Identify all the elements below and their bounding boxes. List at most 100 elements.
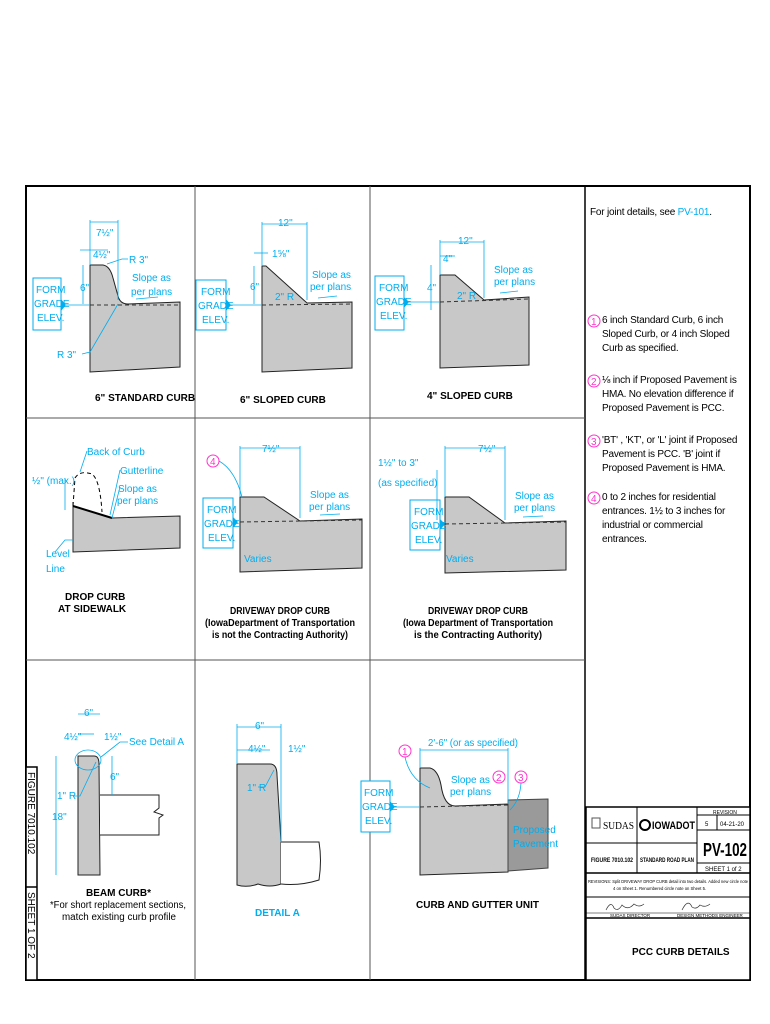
figure-label: FIGURE 7010.102 <box>25 772 36 855</box>
svg-text:DRIVEWAY DROP CURB: DRIVEWAY DROP CURB <box>428 606 528 617</box>
svg-text:Slope as: Slope as <box>310 490 349 501</box>
svg-text:7½": 7½" <box>96 228 114 239</box>
svg-text:GRADE: GRADE <box>376 297 412 308</box>
svg-text:Level: Level <box>46 549 70 560</box>
svg-text:½" (max.): ½" (max.) <box>32 476 75 487</box>
signature-sudas <box>605 903 645 911</box>
svg-text:4: 4 <box>210 457 216 468</box>
svg-text:CURB AND GUTTER UNIT: CURB AND GUTTER UNIT <box>416 900 539 911</box>
svg-text:ELEV.: ELEV. <box>37 313 64 324</box>
svg-text:ELEV.: ELEV. <box>415 535 442 546</box>
svg-text:REVISIONS: Split DRIVEWAY DROP: REVISIONS: Split DRIVEWAY DROP CURB deta… <box>588 879 749 884</box>
standard-curb-detail: FORM GRADE ELEV. 7½" 4½" R 3" 6" R 3" Sl… <box>32 220 195 404</box>
svg-text:R 3": R 3" <box>129 255 149 266</box>
svg-text:04-21-20: 04-21-20 <box>720 822 745 828</box>
title-block: SUDAS IOWADOT REVISION 5 04-21-20 PV-102… <box>585 806 751 981</box>
svg-text:6": 6" <box>80 283 90 294</box>
detail-title: 6" STANDARD CURB <box>95 393 195 404</box>
svg-text:ELEV.: ELEV. <box>365 816 392 827</box>
svg-text:AT SIDEWALK: AT SIDEWALK <box>58 604 127 615</box>
svg-text:Pavement: Pavement <box>513 839 558 850</box>
svg-text:GRADE: GRADE <box>198 301 234 312</box>
svg-text:6": 6" <box>255 721 265 732</box>
plan-code: PV-102 <box>703 840 747 860</box>
signature-engineer <box>681 902 711 911</box>
svg-text:7½": 7½" <box>478 444 496 455</box>
svg-text:is the Contracting Authority): is the Contracting Authority) <box>414 630 542 641</box>
svg-text:ELEV.: ELEV. <box>380 311 407 322</box>
svg-text:is not the Contracting Authori: is not the Contracting Authority) <box>212 630 348 641</box>
svg-text:Slope as: Slope as <box>132 273 171 284</box>
svg-text:4½": 4½" <box>248 744 266 755</box>
svg-text:per plans: per plans <box>117 496 158 507</box>
svg-text:1½": 1½" <box>288 744 306 755</box>
note-4: 0 to 2 inches for residential entrances.… <box>602 492 726 545</box>
svg-text:3: 3 <box>518 773 524 784</box>
svg-text:18": 18" <box>52 812 67 823</box>
sloped-4-curb-detail: FORM GRADE ELEV. 12" 4" 4" 2" R Slope as… <box>374 236 535 402</box>
svg-text:2" R: 2" R <box>275 292 294 303</box>
svg-text:4": 4" <box>427 283 437 294</box>
svg-text:GRADE: GRADE <box>34 299 70 310</box>
svg-text:1" R: 1" R <box>247 783 266 794</box>
svg-text:STANDARD ROAD PLAN: STANDARD ROAD PLAN <box>640 858 694 864</box>
svg-text:DESIGN METHODS ENGINEER: DESIGN METHODS ENGINEER <box>677 913 744 918</box>
svg-text:See Detail A: See Detail A <box>129 737 184 748</box>
svg-text:1½" to 3": 1½" to 3" <box>378 458 419 469</box>
svg-text:6": 6" <box>110 772 120 783</box>
drawing-title: PCC CURB DETAILS <box>632 947 730 958</box>
svg-text:1" R: 1" R <box>57 791 76 802</box>
iowadot-logo: IOWADOT <box>639 819 695 832</box>
note-2: ⅛ inch if Proposed Pavement is HMA. No e… <box>602 375 737 414</box>
svg-text:2'-6" (or as specified): 2'-6" (or as specified) <box>428 738 518 749</box>
detail-a: 6" 4½" 1½" 1" R DETAIL A <box>236 721 321 919</box>
svg-text:FORM: FORM <box>364 788 393 799</box>
svg-text:4 on Sheet 1. Renumbered circl: 4 on Sheet 1. Renumbered circle note on … <box>613 886 706 891</box>
curb-gutter-detail: FORM GRADE ELEV. 2'-6" (or as specified)… <box>360 738 558 911</box>
driveway-drop-curb-1: FORM GRADE ELEV. 7½" 4 Varies Slope as p… <box>202 444 363 641</box>
svg-text:per plans: per plans <box>494 277 535 288</box>
svg-text:5: 5 <box>705 822 709 828</box>
svg-text:per plans: per plans <box>310 282 351 293</box>
svg-text:SUDAS DIRECTOR: SUDAS DIRECTOR <box>610 913 651 918</box>
svg-text:Slope as: Slope as <box>451 775 490 786</box>
driveway-drop-curb-2: FORM GRADE ELEV. 7½" 1½" to 3" (as speci… <box>378 444 567 641</box>
svg-text:1½": 1½" <box>104 732 122 743</box>
svg-text:Line: Line <box>46 564 65 575</box>
svg-text:ELEV.: ELEV. <box>202 315 229 326</box>
svg-text:6": 6" <box>84 708 94 719</box>
svg-text:FORM: FORM <box>379 283 408 294</box>
side-strip: FIGURE 7010.102 SHEET 1 OF 2 <box>25 766 38 981</box>
svg-text:Varies: Varies <box>244 554 272 565</box>
sheet-label: SHEET 1 OF 2 <box>25 892 36 959</box>
svg-text:Slope as: Slope as <box>118 484 157 495</box>
svg-text:(Iowa Department of Transporta: (Iowa Department of Transportation <box>403 618 553 629</box>
svg-text:FORM: FORM <box>36 285 65 296</box>
svg-text:*For short replacement section: *For short replacement sections, <box>50 900 186 911</box>
svg-text:per plans: per plans <box>131 287 172 298</box>
svg-text:REVISION: REVISION <box>713 810 737 816</box>
detail-title: 4" SLOPED CURB <box>427 391 513 402</box>
note-1: 6 inch Standard Curb, 6 inch Sloped Curb… <box>602 315 730 354</box>
svg-text:Slope as: Slope as <box>494 265 533 276</box>
svg-text:12": 12" <box>458 236 473 247</box>
svg-text:6": 6" <box>250 282 260 293</box>
svg-text:4½": 4½" <box>64 732 82 743</box>
svg-text:(as specified): (as specified) <box>378 478 437 489</box>
svg-text:IOWADOT: IOWADOT <box>652 820 695 832</box>
svg-text:GRADE: GRADE <box>411 521 447 532</box>
svg-text:7½": 7½" <box>262 444 280 455</box>
detail-title: 6" SLOPED CURB <box>240 395 326 406</box>
svg-text:GRADE: GRADE <box>362 802 398 813</box>
sudas-logo: SUDAS <box>591 817 634 832</box>
svg-text:BEAM CURB*: BEAM CURB* <box>86 888 151 899</box>
pv-101-link[interactable]: PV-101 <box>677 207 710 218</box>
svg-text:12": 12" <box>278 218 293 229</box>
svg-text:Proposed: Proposed <box>513 825 556 836</box>
svg-text:Varies: Varies <box>446 554 474 565</box>
svg-text:2: 2 <box>496 773 502 784</box>
note-3: 'BT' , 'KT', or 'L' joint if Proposed Pa… <box>602 435 738 474</box>
svg-text:GRADE: GRADE <box>204 519 240 530</box>
svg-text:4: 4 <box>591 494 597 505</box>
